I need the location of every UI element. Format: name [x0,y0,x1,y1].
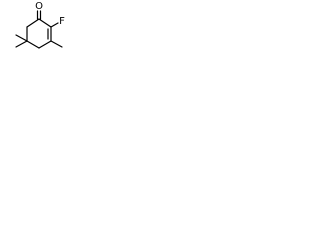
structure-canvas: O F [0,0,78,77]
carbonyl-bond [36,10,42,20]
bond-c3-c4 [38,40,52,49]
bond-c3-methyl [50,40,63,48]
bond-c5-methyl-a [15,34,28,42]
bond-c1-c2 [38,18,52,28]
oxygen-label: O [35,1,43,12]
ring-bonds [26,18,52,49]
bond-c2-f [50,22,59,28]
molecule-structure: O F [15,1,65,49]
bond-c4-c5 [26,40,40,49]
bond-c6-c1 [26,18,40,28]
bond-c5-methyl-b [15,40,28,48]
fluorine-label: F [59,16,65,27]
